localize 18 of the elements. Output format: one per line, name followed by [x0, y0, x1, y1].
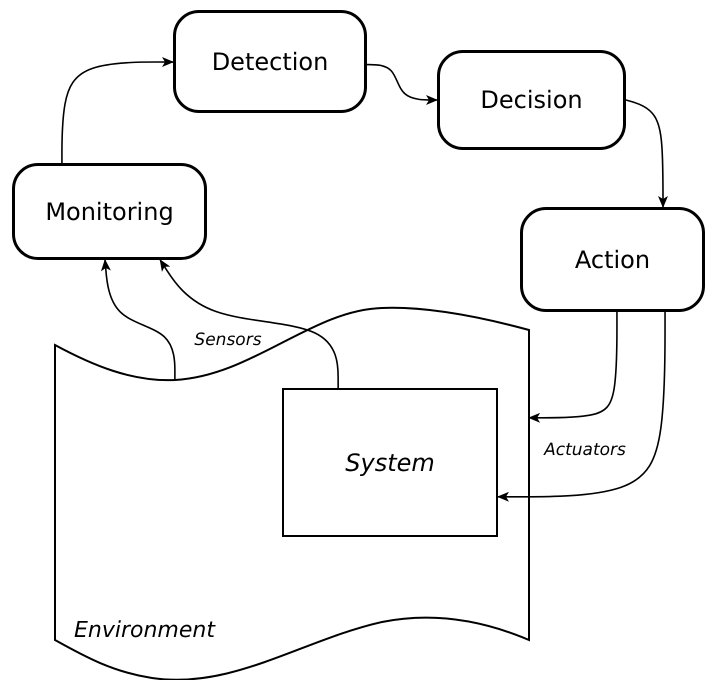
- node-label: System: [345, 448, 435, 476]
- node-label: Action: [574, 246, 650, 274]
- process-box: [173, 10, 367, 113]
- arrow: [366, 64, 438, 105]
- arrow: [626, 99, 668, 208]
- arrow: [528, 312, 618, 423]
- process-box: [520, 207, 705, 312]
- environment-label: Environment: [74, 618, 215, 643]
- arrow: [61, 57, 174, 163]
- node-label: Decision: [480, 86, 583, 114]
- node-label: Monitoring: [45, 198, 174, 226]
- arrow: [160, 259, 339, 388]
- node-label: Detection: [212, 48, 328, 76]
- process-box: [437, 50, 626, 150]
- arrow: [497, 312, 666, 502]
- arrow: [100, 259, 176, 380]
- system-box: [282, 388, 498, 537]
- process-box: [12, 163, 207, 260]
